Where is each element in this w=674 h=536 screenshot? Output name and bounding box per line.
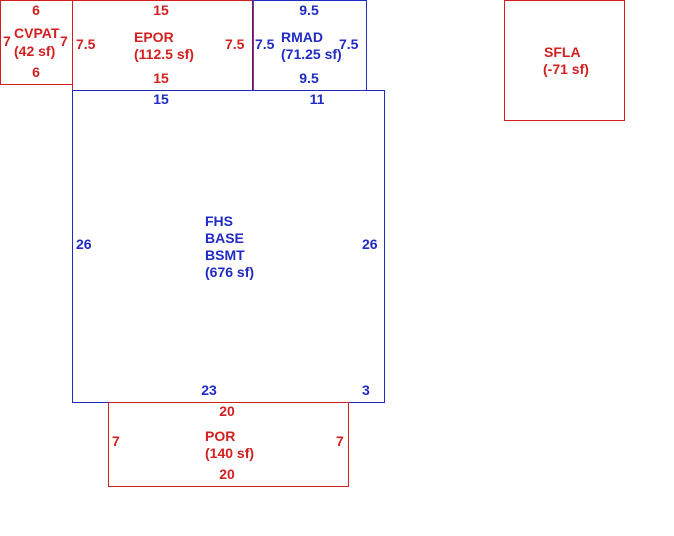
base-label: FHS BASE BSMT (676 sf): [205, 213, 254, 281]
base-bottom-left-dimension: 23: [201, 382, 217, 398]
rmad-top-dimension: 9.5: [299, 2, 319, 18]
por-left-dimension: 7: [112, 433, 120, 449]
base-right-dimension: 26: [362, 236, 378, 252]
epor-top-dimension: 15: [153, 2, 169, 18]
por-right-dimension: 7: [336, 433, 344, 449]
por-name: POR: [205, 428, 236, 444]
base-label-line3: BSMT: [205, 247, 245, 263]
cvpat-top-dimension: 6: [32, 2, 40, 18]
por-area-value: (140 sf): [205, 445, 255, 461]
cvpat-left-dimension: 7: [3, 33, 11, 49]
rmad-left-dimension: 7.5: [255, 36, 275, 52]
sfla-area-value: (-71 sf): [543, 61, 589, 77]
base-top-left-dimension: 15: [153, 91, 169, 107]
por-area: [108, 402, 349, 487]
por-top-dimension: 20: [219, 403, 235, 419]
cvpat-name: CVPAT: [14, 25, 60, 41]
cvpat-bottom-dimension: 6: [32, 64, 40, 80]
sfla-area: [504, 0, 625, 121]
base-bottom-right-dimension: 3: [362, 382, 370, 398]
epor-name: EPOR: [134, 29, 174, 45]
cvpat-area-value: (42 sf): [14, 43, 56, 59]
por-bottom-dimension: 20: [219, 466, 235, 482]
rmad-bottom-dimension: 9.5: [299, 70, 319, 86]
base-area-value: (676 sf): [205, 264, 255, 280]
rmad-area-value: (71.25 sf): [281, 46, 342, 62]
epor-area-value: (112.5 sf): [134, 46, 194, 62]
base-left-dimension: 26: [76, 236, 92, 252]
epor-bottom-dimension: 15: [153, 70, 169, 86]
epor-right-dimension: 7.5: [225, 36, 245, 52]
base-label-line2: BASE: [205, 230, 244, 246]
rmad-name: RMAD: [281, 29, 323, 45]
epor-left-dimension: 7.5: [76, 36, 96, 52]
sfla-name: SFLA: [544, 44, 581, 60]
rmad-right-dimension: 7.5: [339, 36, 359, 52]
cvpat-right-dimension: 7: [60, 33, 68, 49]
base-top-right-dimension: 11: [309, 91, 325, 107]
base-label-line1: FHS: [205, 213, 233, 229]
